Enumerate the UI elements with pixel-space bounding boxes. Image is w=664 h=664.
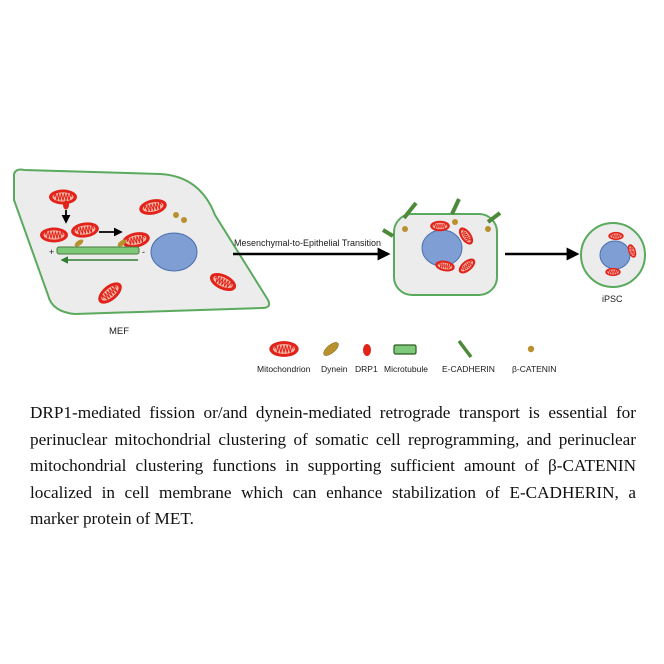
legend-label-microtubule: Microtubule [384, 364, 428, 374]
e-cadherin-icon [457, 339, 473, 359]
beta-catenin-icon [527, 345, 535, 353]
legend: Mitochondrion Dynein DRP1 Microtubule E-… [257, 339, 556, 374]
beta-catenin-icon [485, 226, 491, 232]
ipsc-cell [580, 222, 646, 288]
legend-label-drp1: DRP1 [355, 364, 378, 374]
mitochondrion [605, 267, 621, 277]
e-cadherin-icon [381, 228, 395, 238]
dynein-icon [74, 239, 84, 247]
microtubule-icon [393, 344, 417, 355]
ipsc-nucleus [599, 240, 631, 270]
met-label: Mesenchymal-to-Epithelial Transition [234, 238, 381, 248]
mitochondrion-icon [268, 340, 300, 358]
e-cadherin-icon [486, 211, 502, 224]
microtubule-icon [56, 246, 140, 255]
ipsc-label: iPSC [602, 294, 623, 304]
legend-label-beta-catenin: β-CATENIN [512, 364, 556, 374]
beta-catenin-icon [181, 217, 187, 223]
minus-end-label: - [142, 247, 145, 257]
legend-label-dynein: Dynein [321, 364, 348, 374]
drp1-icon [63, 200, 69, 210]
mitochondrion [608, 231, 624, 241]
mitochondrion [429, 220, 451, 232]
beta-catenin-icon [402, 226, 408, 232]
legend-label-e-cadherin: E-CADHERIN [442, 364, 495, 374]
mef-cell: + - [13, 168, 271, 316]
mitochondrion [48, 189, 78, 205]
drp1-icon [363, 344, 371, 356]
mef-nucleus [150, 232, 198, 272]
plus-end-label: + [49, 247, 54, 257]
intermediate-cell [381, 198, 502, 296]
dynein-icon [323, 342, 339, 356]
beta-catenin-icon [173, 212, 179, 218]
mitochondrion [39, 227, 69, 243]
dynein-icon [117, 239, 127, 247]
e-cadherin-icon [402, 201, 418, 220]
beta-catenin-icon [452, 219, 458, 225]
figure-caption: DRP1-mediated fission or/and dynein-medi… [30, 403, 636, 528]
legend-label-mitochondrion: Mitochondrion [257, 364, 311, 374]
e-cadherin-icon [450, 198, 461, 215]
mef-label: MEF [109, 326, 129, 337]
